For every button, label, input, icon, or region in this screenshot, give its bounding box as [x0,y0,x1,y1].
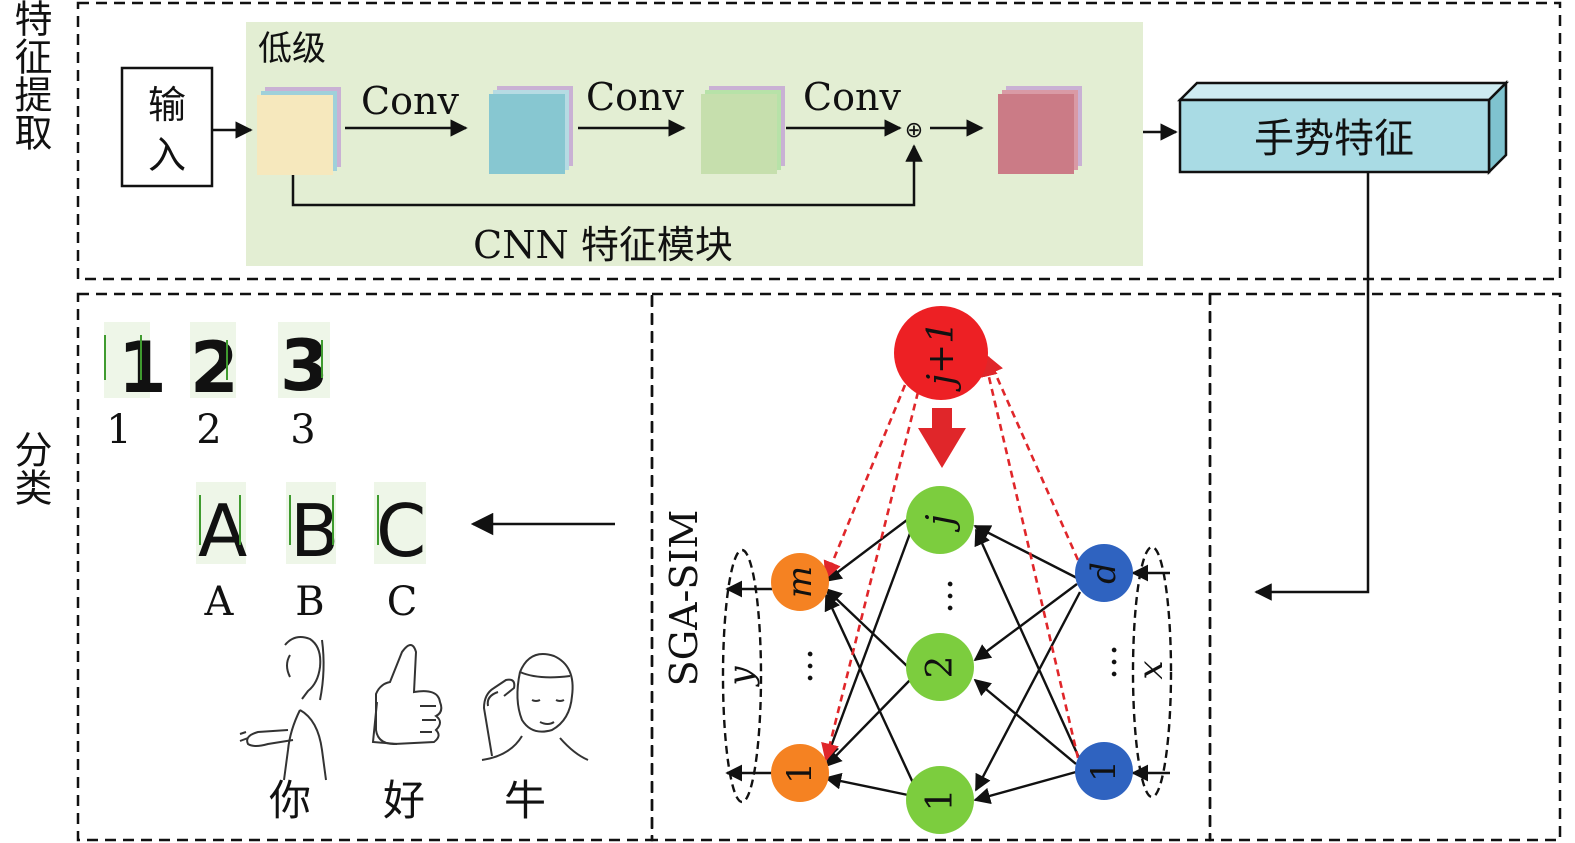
input-node-d-label: d [1084,562,1124,584]
hidden-node-ellipsis: … [920,578,961,614]
input-label-line2: 入 [148,133,186,177]
gesture-feature-box [1176,79,1510,176]
feature-map-conv1 [489,86,573,174]
section-label-classification: 分类 [8,430,52,506]
feature-extraction-frame [76,1,1562,281]
feature-to-graph-arrow [1254,172,1370,601]
digit-label-3: 3 [290,407,315,453]
digit-glyph-2: 2 [190,327,239,409]
input-node-1-label: 1 [1084,760,1124,782]
add-operator: ⊕ [905,118,923,143]
conv3-label: Conv [803,75,901,119]
sign-drawing-niu [481,653,589,761]
sign-drawing-ni [239,636,327,781]
feature-input-frame [1208,292,1562,842]
digit-label-1: 1 [106,407,131,453]
sign-drawing-hao [371,644,443,746]
digit-glyph-1: 1 [118,327,167,409]
graph-red-edges [821,355,1080,762]
output-set-ellipse [721,548,763,804]
hidden-node-2 [906,633,974,701]
output-node-m [771,553,829,611]
digit-label-2: 2 [196,407,221,453]
word-label-niu: 牛 [504,776,546,825]
node-top-label: j+1 [921,321,962,392]
big-red-arrow [918,408,966,468]
cnn-module-panel [246,22,1143,266]
letter-label-c: C [387,579,418,625]
input-node-d [1075,544,1133,602]
letter-glyph-c: C [376,489,426,573]
hidden-node-1-label: 1 [920,789,961,812]
cnn-module-label: CNN 特征模块 [473,223,733,267]
hidden-node-j [906,486,974,554]
conv1-label: Conv [361,79,459,123]
input-node-ellipsis: … [1084,644,1125,680]
output-set-label: y [721,666,761,688]
model-name-label: SGA-SIM [662,510,706,687]
letter-label-a: A [204,579,235,625]
output-node-ellipsis: … [780,648,821,684]
word-label-hao: 好 [383,776,425,825]
digit-glyph-3: 3 [280,325,329,407]
feature-map-input [257,87,341,175]
input-box [120,66,214,188]
hidden-node-2-label: 2 [920,656,961,679]
node-top [894,306,988,400]
input-set-ellipse [1131,545,1173,799]
skip-connection [291,144,923,207]
input-node-1 [1075,742,1133,800]
letter-glyph-b: B [290,489,339,573]
digit-glyphs: 1 2 3 [104,322,330,409]
output-node-m-label: m [780,566,820,598]
graph-edges [823,519,1082,805]
hidden-node-1 [906,766,974,834]
word-label-ni: 你 [269,776,311,825]
gesture-feature-label: 手势特征 [1254,116,1414,162]
output-node-1-label: 1 [780,762,820,784]
feature-map-conv2 [701,86,785,174]
section-label-feature-extraction: 特征提取 [8,0,52,151]
input-set-label: x [1131,660,1171,679]
letter-glyphs: A B C [196,482,426,573]
feature-map-output [998,86,1082,174]
output-node-1 [771,744,829,802]
input-label-line1: 输 [148,83,186,127]
low-level-label: 低级 [258,29,326,69]
letter-label-b: B [295,579,324,625]
conv2-label: Conv [586,75,684,119]
